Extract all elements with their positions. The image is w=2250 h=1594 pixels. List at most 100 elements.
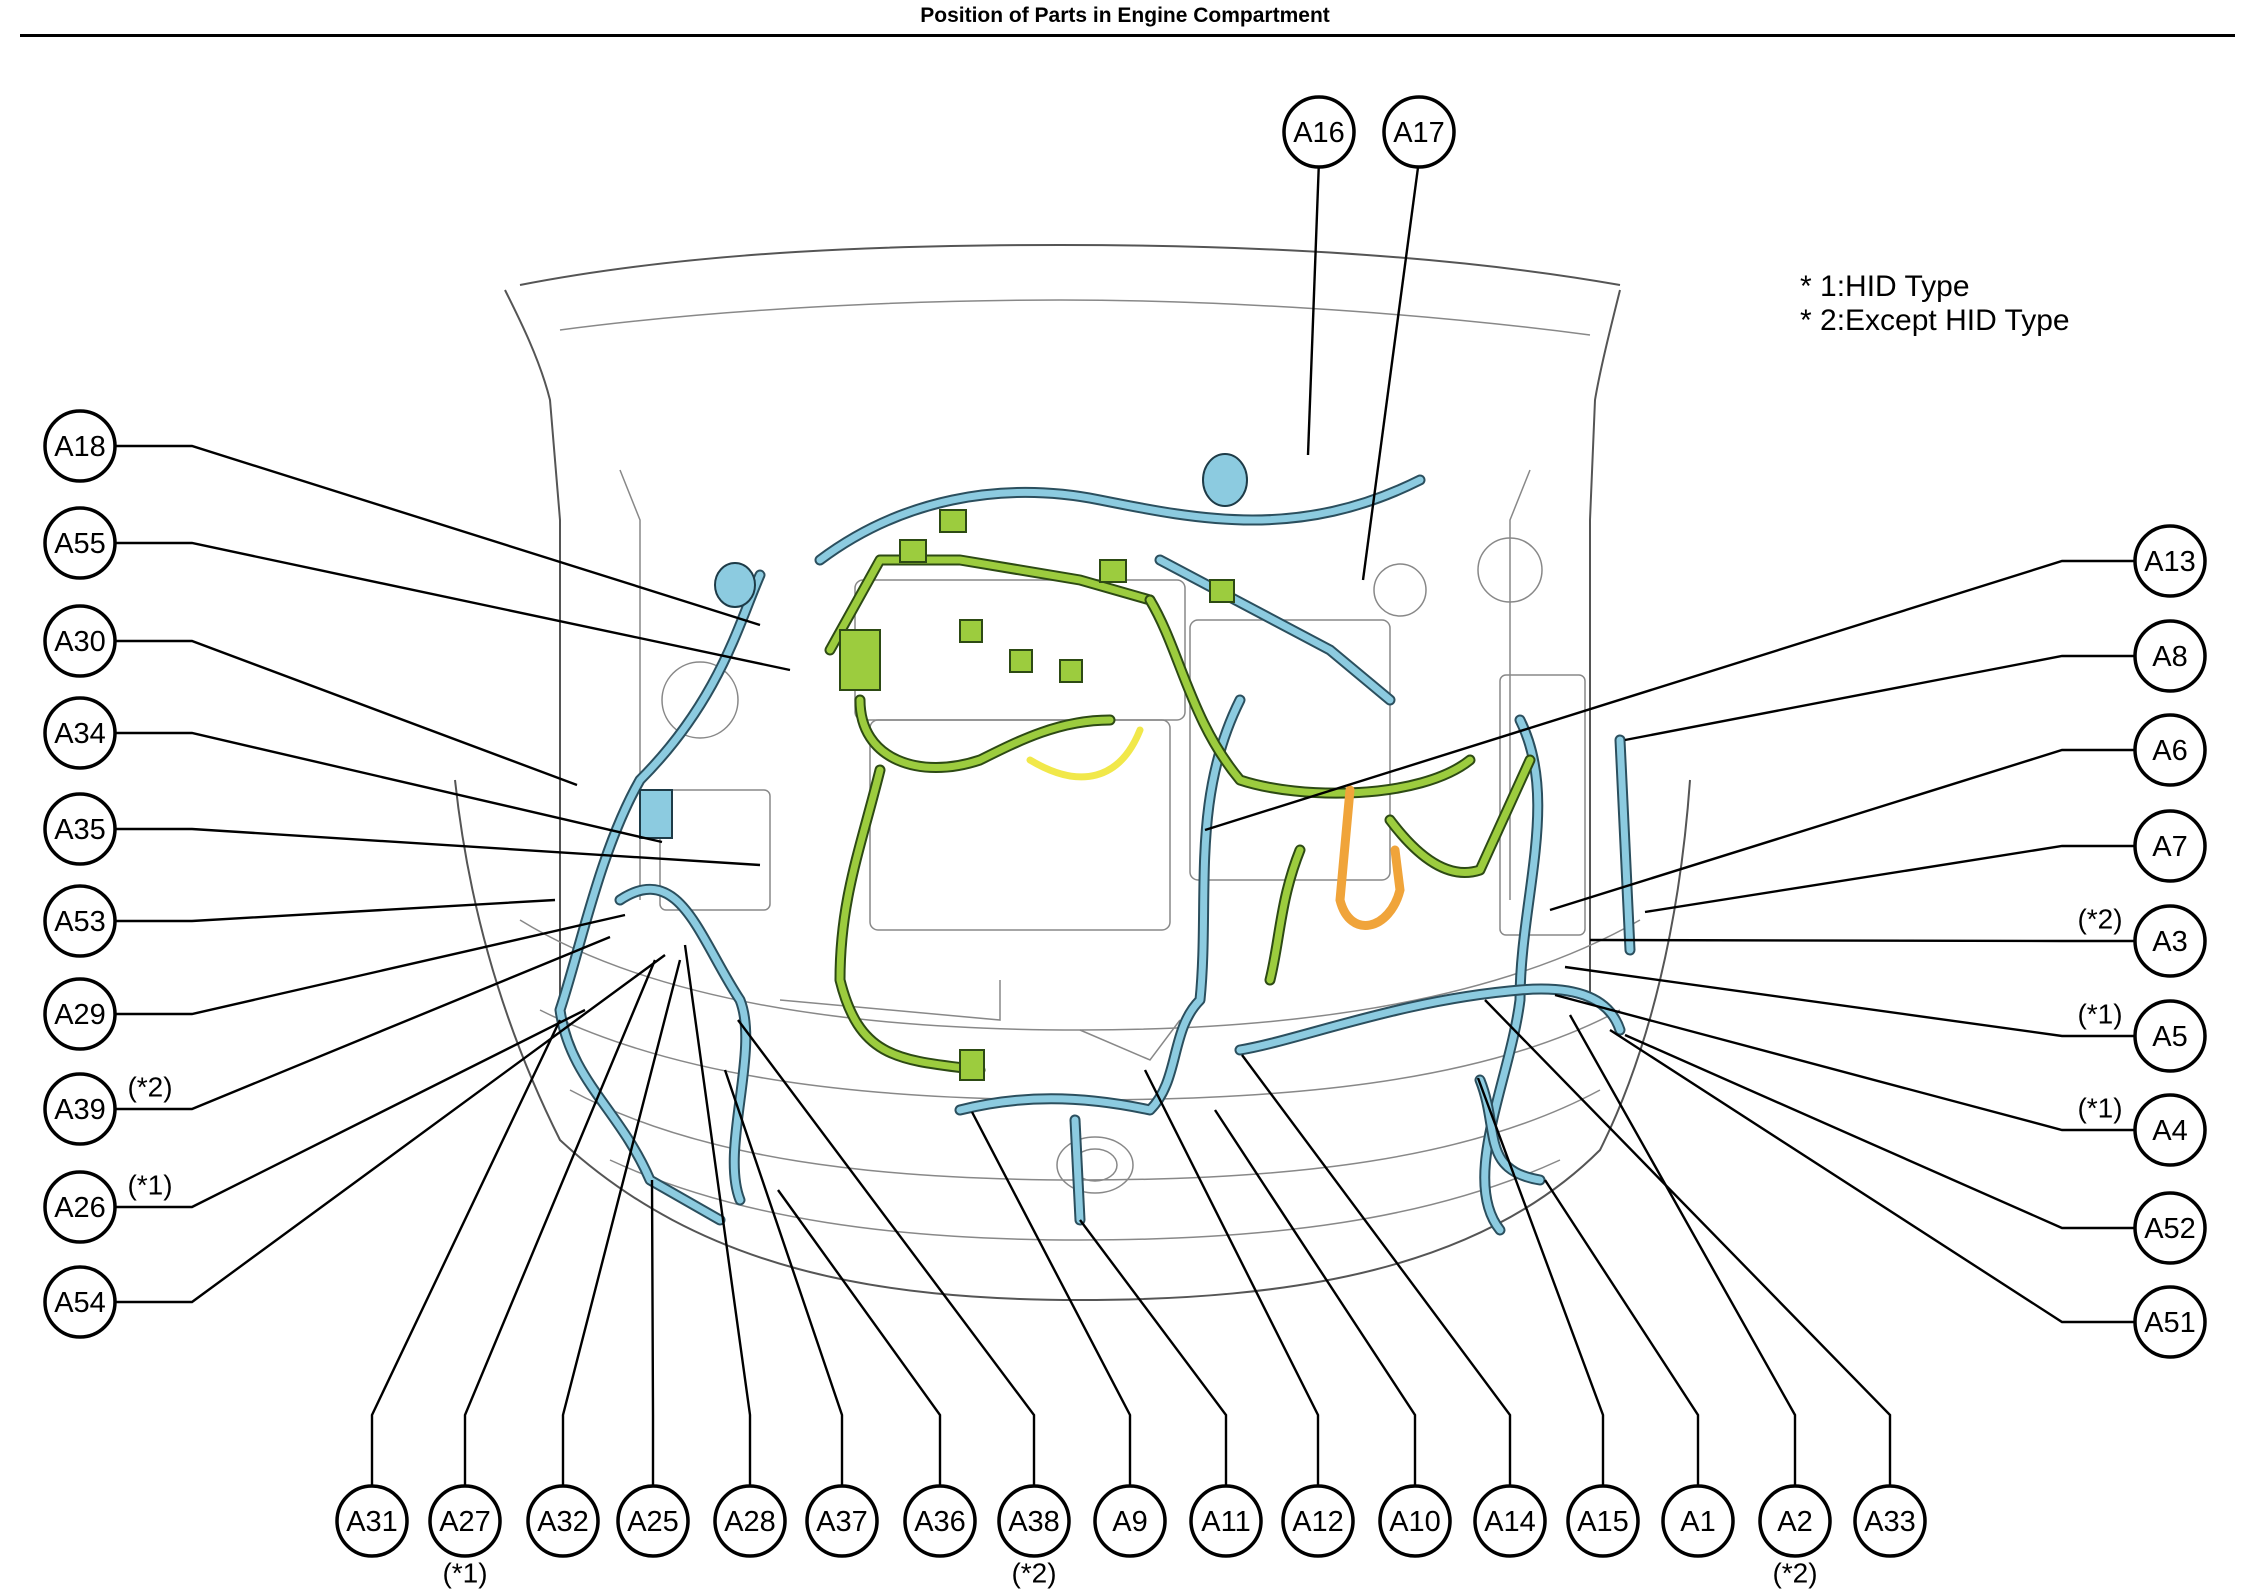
callout-circle (526, 1484, 600, 1558)
callout-a2: A2(*2) (1758, 1484, 1832, 1589)
callout-label: A35 (54, 814, 106, 846)
callout-label: A39 (54, 1094, 106, 1126)
callout-circle (1189, 1484, 1263, 1558)
callout-circle (616, 1484, 690, 1558)
callout-circle (1661, 1484, 1735, 1558)
page-title: Position of Parts in Engine Compartment (920, 4, 1330, 27)
callout-label: A6 (2152, 735, 2187, 767)
callout-circle (2133, 1285, 2207, 1359)
leader-lines (115, 159, 2134, 1518)
callout-a7: A7 (2133, 809, 2207, 883)
callout-circle (43, 1072, 117, 1146)
callout-note: (*2) (1772, 1558, 1817, 1589)
callout-circle (43, 409, 117, 483)
callout-label: A9 (1112, 1506, 1147, 1538)
callout-note: (*2) (1011, 1558, 1056, 1589)
callout-circle (805, 1484, 879, 1558)
callout-label: A32 (537, 1506, 589, 1538)
callout-label: A36 (914, 1506, 966, 1538)
callout-label: A34 (54, 718, 106, 750)
callout-label: A15 (1577, 1506, 1629, 1538)
callout-circle (1093, 1484, 1167, 1558)
callout-label: A10 (1389, 1506, 1441, 1538)
callout-a30: A30 (43, 604, 117, 678)
callout-note: (*1) (2077, 1093, 2122, 1124)
callout-a12: A12 (1281, 1484, 1355, 1558)
callout-a26: A26 (*1) (43, 1170, 173, 1244)
callout-a13: A13 (2133, 524, 2207, 598)
callout-a32: A32 (526, 1484, 600, 1558)
callout-circle (2133, 904, 2207, 978)
callout-label: A12 (1292, 1506, 1344, 1538)
callout-label: A27 (439, 1506, 491, 1538)
callout-label: A17 (1393, 117, 1445, 149)
callout-a1: A1 (1661, 1484, 1735, 1558)
green-harness (824, 509, 1536, 1081)
callout-label: A30 (54, 626, 106, 658)
callout-circle (335, 1484, 409, 1558)
callout-a53: A53 (43, 884, 117, 958)
blue-harness (554, 453, 1636, 1236)
callout-a17: A17 (1382, 95, 1456, 169)
callout-a27: A27 (*1) (428, 1484, 502, 1589)
callout-a10: A10 (1378, 1484, 1452, 1558)
callout-a6: A6 (2133, 713, 2207, 787)
callout-circle (43, 792, 117, 866)
legend: * 1:HID Type * 2:Except HID Type (1800, 270, 2070, 338)
callout-circle (2133, 1093, 2207, 1167)
callout-label: A1 (1680, 1506, 1715, 1538)
callout-label: A54 (54, 1287, 106, 1319)
callout-circle (1382, 95, 1456, 169)
callout-label: A28 (724, 1506, 776, 1538)
callout-note: (*1) (2077, 999, 2122, 1030)
callout-circle (43, 977, 117, 1051)
callout-label: A33 (1864, 1506, 1916, 1538)
callout-a51: A51 (2133, 1285, 2207, 1359)
callout-circle (1282, 95, 1356, 169)
callout-label: A25 (627, 1506, 679, 1538)
callout-label: A4 (2152, 1115, 2187, 1147)
callout-note: (*1) (127, 1170, 172, 1201)
callout-a8: A8 (2133, 619, 2207, 693)
callout-circle (428, 1484, 502, 1558)
callout-circle (2133, 809, 2207, 883)
callout-a5: A5 (*1) (2077, 999, 2207, 1073)
callout-circle (2133, 1191, 2207, 1265)
callout-circle (2133, 713, 2207, 787)
callout-circle (43, 884, 117, 958)
callout-label: A55 (54, 528, 106, 560)
callout-a18: A18 (43, 409, 117, 483)
callout-label: A16 (1293, 117, 1345, 149)
callout-label: A53 (54, 906, 106, 938)
callout-a16: A16 (1282, 95, 1356, 169)
callout-a35: A35 (43, 792, 117, 866)
callout-circle (2133, 524, 2207, 598)
callout-label: A37 (816, 1506, 868, 1538)
legend-item-except-hid: * 2:Except HID Type (1800, 304, 2070, 337)
callout-circle (43, 1170, 117, 1244)
callout-circle (43, 604, 117, 678)
callout-a55: A55 (43, 506, 117, 580)
callout-a29: A29 (43, 977, 117, 1051)
callout-circle (43, 696, 117, 770)
callout-a3: A3(*2) (2077, 904, 2207, 978)
callout-circle (1281, 1484, 1355, 1558)
callout-circle (1566, 1484, 1640, 1558)
callout-a25: A25 (616, 1484, 690, 1558)
callout-note: (*1) (442, 1558, 487, 1589)
callout-label: A5 (2152, 1021, 2187, 1053)
callout-circle (2133, 619, 2207, 693)
callout-a9: A9 (1093, 1484, 1167, 1558)
callout-circle (1378, 1484, 1452, 1558)
callout-note: (*2) (127, 1072, 172, 1103)
title-divider (20, 34, 2235, 37)
callout-circle (713, 1484, 787, 1558)
callout-circle (1758, 1484, 1832, 1558)
callout-circle (43, 1265, 117, 1339)
callout-label: A26 (54, 1192, 106, 1224)
callout-circle (997, 1484, 1071, 1558)
callout-a39: A39 (*2) (43, 1072, 173, 1146)
callout-a28: A28 (713, 1484, 787, 1558)
callout-a31: A31 (335, 1484, 409, 1558)
